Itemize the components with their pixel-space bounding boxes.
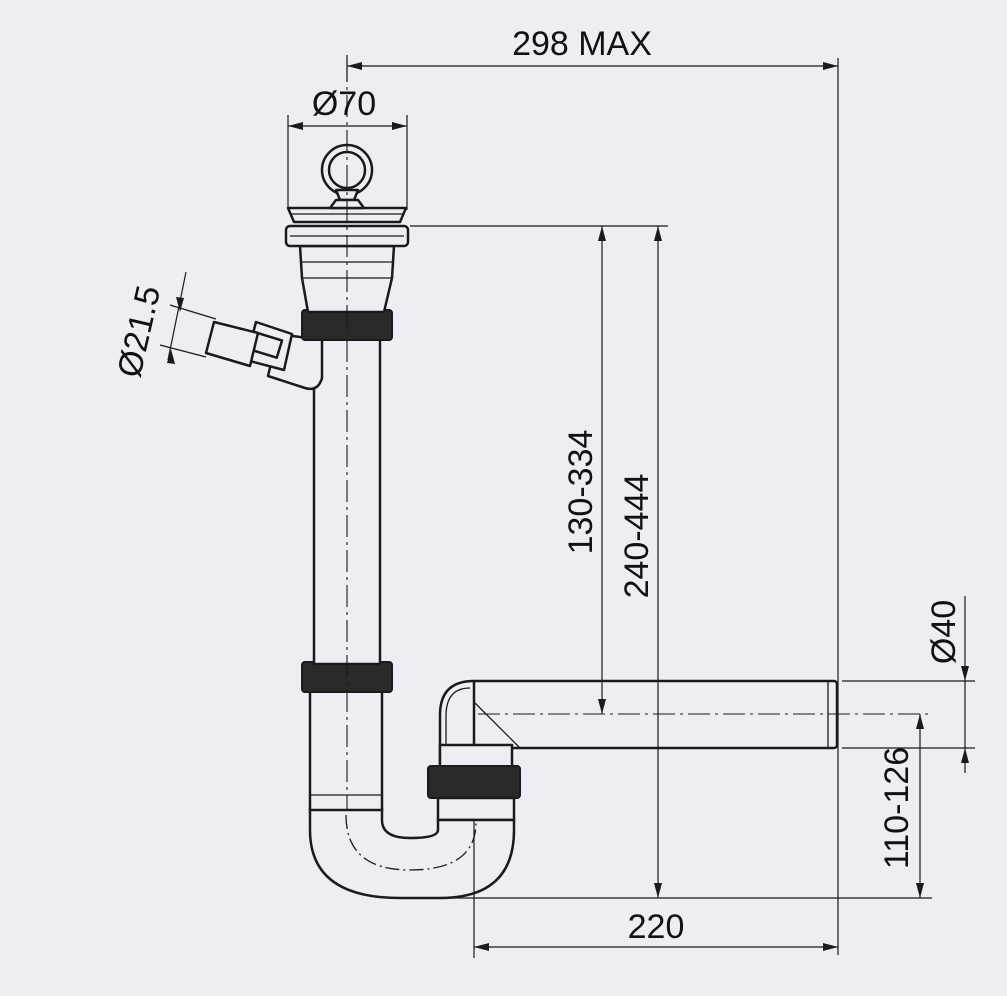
dimension-hose-diameter: Ø21.5: [110, 271, 217, 381]
trap-collar: [436, 796, 516, 822]
u-bend: [308, 806, 516, 900]
outlet-height-label: 110-126: [878, 747, 916, 869]
outlet-length-label: 220: [628, 908, 685, 946]
height-outer-label: 240-444: [618, 474, 656, 599]
hose-connector: [204, 320, 324, 391]
strainer-diameter-label: Ø70: [312, 85, 376, 123]
height-inner-label: 130-334: [562, 430, 600, 555]
lower-tube: [308, 688, 384, 812]
overall-width-label: 298 MAX: [512, 25, 652, 63]
dimension-outlet-length: 220: [473, 820, 838, 958]
dimension-overall-width: 298 MAX: [346, 25, 839, 955]
dimension-height-inner: 130-334: [562, 226, 606, 714]
dimension-strainer-diameter: Ø70: [287, 85, 408, 210]
dimension-outlet-diameter: Ø40: [842, 596, 975, 773]
dimension-height-outer: 240-444: [618, 226, 662, 898]
dimension-outlet-height: 110-126: [878, 714, 924, 898]
outlet-diameter-label: Ø40: [925, 600, 963, 664]
strainer: [284, 206, 410, 314]
siphon-assembly: [204, 143, 839, 900]
trap-nut: [427, 765, 521, 799]
hose-diameter-label: Ø21.5: [110, 282, 168, 381]
